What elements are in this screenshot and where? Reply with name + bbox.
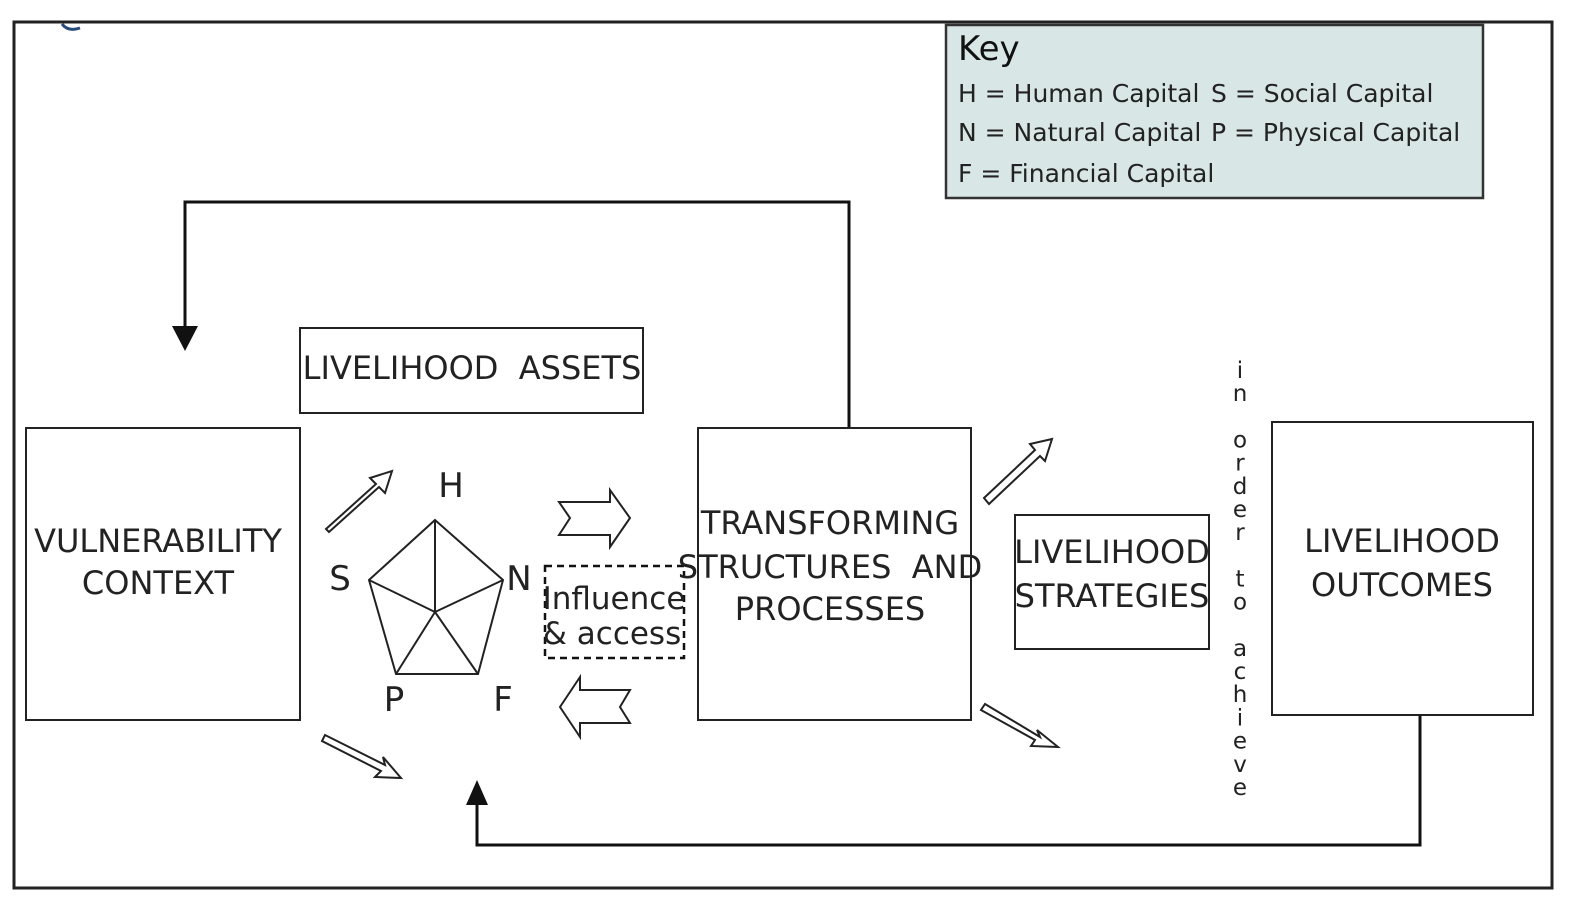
vertical-letter: h: [1233, 682, 1248, 708]
vertical-letter: v: [1233, 752, 1247, 778]
hollow-arrow-up-right-icon: [324, 469, 394, 534]
feedback-arrow-bottom: [475, 716, 1422, 847]
vertical-letter: i: [1237, 358, 1243, 384]
vulnerability-line-1: VULNERABILITY: [34, 522, 282, 560]
key-entry-physical: P = Physical Capital: [1211, 118, 1460, 147]
hollow-arrow-left-icon: [558, 673, 632, 741]
hollow-arrow-strategies-up-icon: [982, 437, 1054, 506]
asset-pentagon: [367, 518, 505, 675]
vertical-letter: c: [1234, 659, 1247, 685]
strategies-line-2: STRATEGIES: [1015, 577, 1210, 615]
vertical-letter: i: [1237, 705, 1243, 731]
transforming-line-3: PROCESSES: [735, 590, 925, 628]
influence-access-box: Influence & access: [543, 564, 686, 660]
key-background: [944, 23, 1485, 200]
transforming-line-1: TRANSFORMING: [700, 504, 959, 542]
capital-label-h: H: [438, 466, 464, 506]
arrowhead-up-icon: [466, 780, 488, 805]
outcomes-line-2: OUTCOMES: [1311, 566, 1493, 604]
outer-frame: [12, 20, 1554, 890]
outcomes-line-1: LIVELIHOOD: [1304, 522, 1500, 560]
key-entry-human: H = Human Capital: [958, 79, 1199, 108]
arrowhead-down-icon: [172, 326, 198, 351]
capital-label-p: P: [384, 680, 405, 720]
vertical-letter: t: [1235, 566, 1244, 592]
key-entry-natural: N = Natural Capital: [958, 118, 1201, 147]
cropped-heading-fragment: [60, 23, 81, 31]
capital-label-f: F: [493, 680, 513, 720]
livelihood-assets-box: LIVELIHOOD ASSETS: [299, 327, 644, 414]
key-entry-social: S = Social Capital: [1211, 79, 1433, 108]
vertical-letter: o: [1233, 590, 1247, 616]
capital-label-n: N: [506, 559, 531, 599]
vertical-letter: r: [1235, 520, 1245, 546]
livelihood-assets-label: LIVELIHOOD ASSETS: [303, 349, 642, 387]
vertical-letter: n: [1233, 381, 1248, 407]
key-title: Key: [958, 29, 1020, 69]
key-entry-financial: F = Financial Capital: [958, 159, 1214, 188]
livelihood-strategies-box: LIVELIHOOD STRATEGIES: [1014, 514, 1210, 650]
strategies-line-1: LIVELIHOOD: [1014, 533, 1210, 571]
hollow-arrow-strategies-down-icon: [979, 702, 1061, 749]
vertical-letter: a: [1233, 636, 1247, 662]
vertical-letter: d: [1233, 474, 1248, 500]
vertical-letter: r: [1235, 451, 1245, 477]
transforming-line-2: STRUCTURES AND: [678, 548, 982, 586]
key-panel: Key H = Human Capital S = Social Capital…: [944, 23, 1485, 200]
vertical-letter: e: [1233, 497, 1247, 523]
hollow-arrow-down-right-icon: [320, 733, 404, 780]
influence-line-2: & access: [543, 616, 682, 652]
vulnerability-line-2: CONTEXT: [82, 564, 235, 602]
vulnerability-context-box: VULNERABILITY CONTEXT: [25, 427, 301, 721]
transforming-structures-box: TRANSFORMING STRUCTURES AND PROCESSES: [678, 427, 982, 721]
capital-label-s: S: [329, 559, 351, 599]
vertical-letter: e: [1233, 775, 1247, 801]
vertical-letter: o: [1233, 427, 1247, 453]
vertical-letter: e: [1233, 729, 1247, 755]
influence-line-1: Influence: [543, 581, 686, 617]
hollow-arrow-right-icon: [557, 486, 632, 551]
feedback-arrow-top: [183, 200, 851, 428]
livelihood-outcomes-box: LIVELIHOOD OUTCOMES: [1271, 421, 1534, 716]
